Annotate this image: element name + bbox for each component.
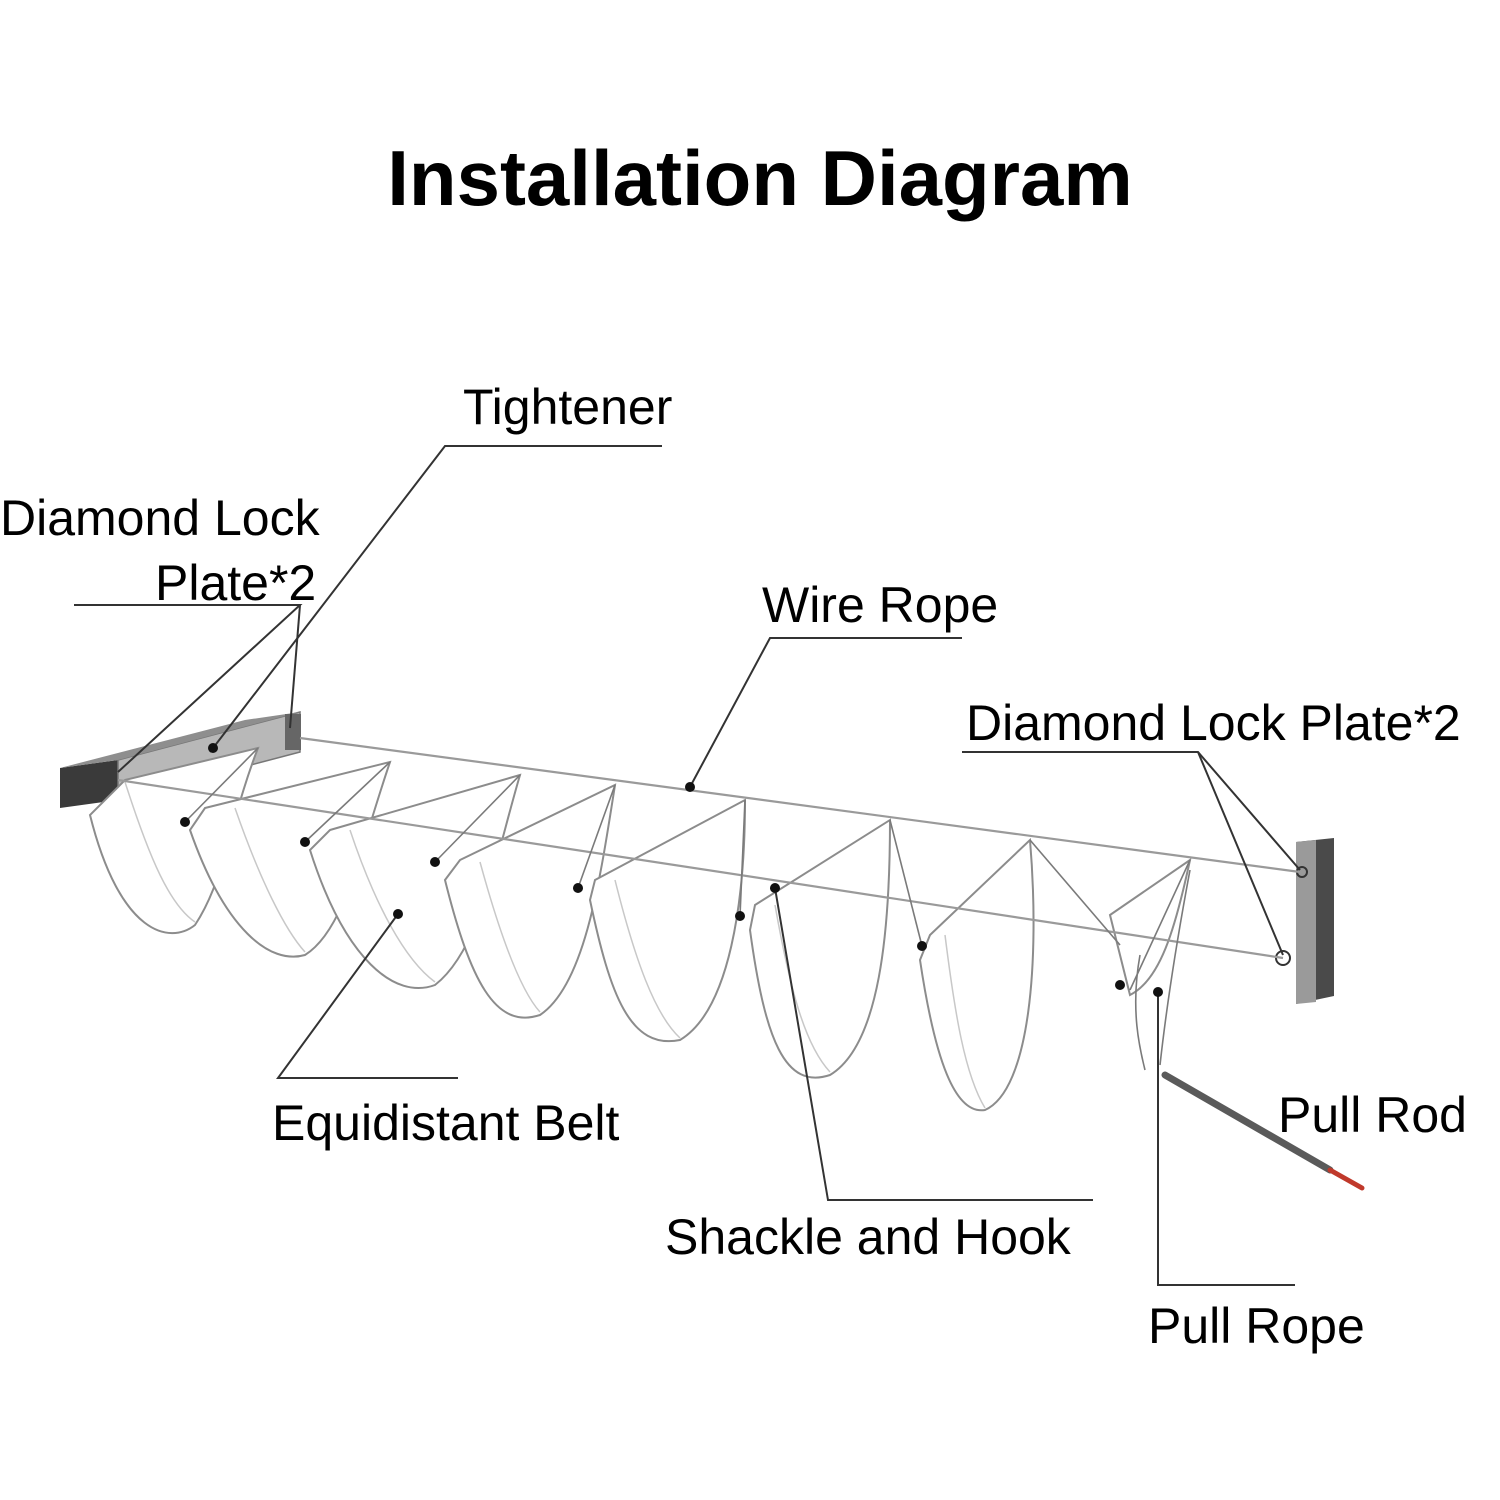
wire-ropes [117,736,1301,991]
label-pull-rope: Pull Rope [1148,1298,1365,1354]
label-diamond-lock-left-line2: Plate*2 [155,555,316,611]
diagram-title: Installation Diagram [387,134,1133,222]
label-tightener: Tightener [463,379,672,435]
shackle-hooks [180,817,1125,990]
label-pull-rod: Pull Rod [1278,1087,1467,1143]
pull-rope-icon [1134,869,1191,1071]
leader-lines [74,445,1301,1286]
label-wire-rope: Wire Rope [762,577,998,633]
label-diamond-lock-left-line1: Diamond Lock [0,490,321,546]
label-equidistant-belt: Equidistant Belt [272,1095,620,1151]
pull-rod-icon [1161,1071,1365,1191]
wave-sail-panels-icon [88,746,1192,1112]
label-shackle-and-hook: Shackle and Hook [665,1209,1072,1265]
label-diamond-lock-right: Diamond Lock Plate*2 [966,695,1461,751]
wall-bracket-right-icon [1275,838,1334,1004]
